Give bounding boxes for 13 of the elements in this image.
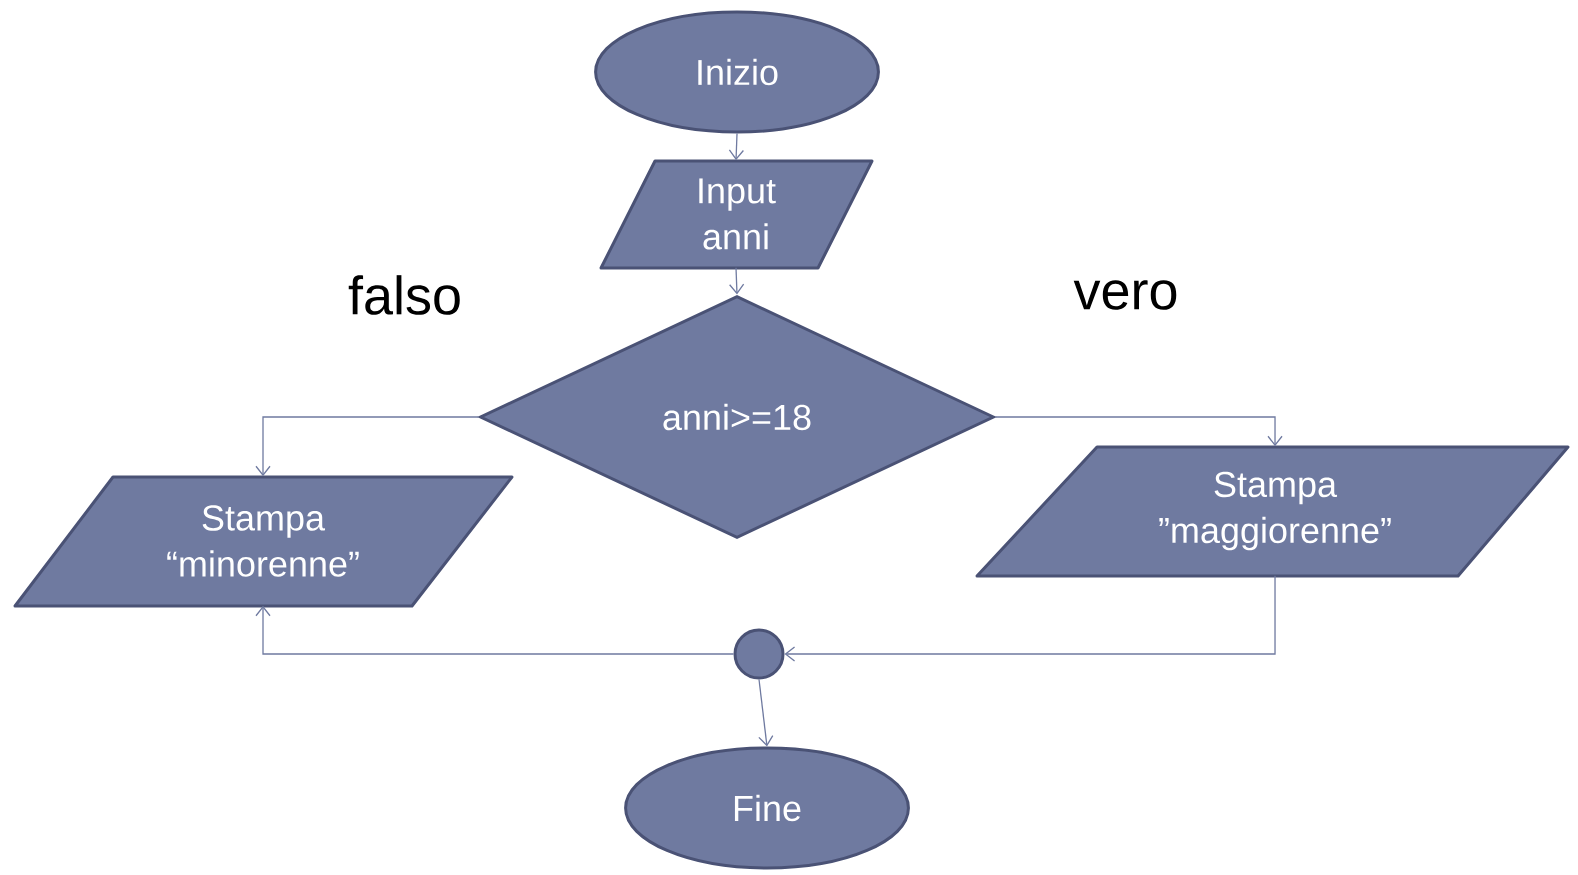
arrow [758, 678, 774, 747]
arrow [994, 416, 1283, 447]
io-parallelogram: Stampa “minorenne” [13, 475, 514, 608]
io-parallelogram: Input anni [599, 159, 874, 270]
arrow [255, 605, 735, 655]
arrow [784, 575, 1276, 662]
arrow [729, 267, 745, 295]
branch-label: vero [1073, 280, 1177, 310]
arrow [255, 416, 480, 477]
io-parallelogram: Stampa ”maggiorenne” [975, 445, 1570, 578]
branch-label: falso [348, 275, 460, 315]
connector-circle [733, 628, 785, 680]
arrow [728, 132, 745, 161]
